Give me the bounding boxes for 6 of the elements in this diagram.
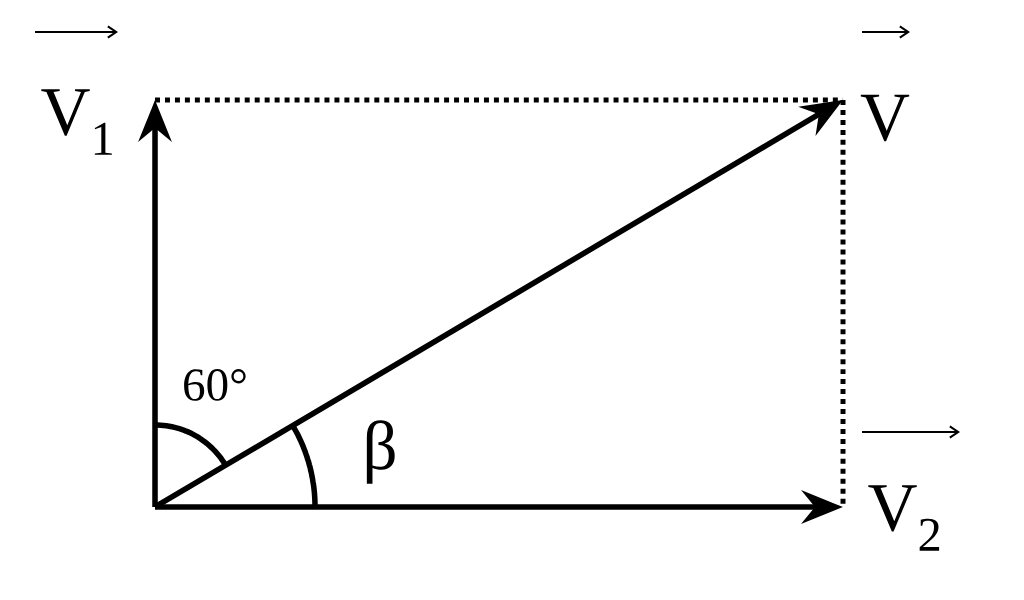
angle-label: β xyxy=(366,420,395,484)
vector-label: V$_{2}$ xyxy=(862,425,960,551)
dotted-line xyxy=(840,100,846,507)
vector-label: V$_{1}$ xyxy=(35,25,118,155)
vector-label: V xyxy=(860,25,910,142)
angle-label: 60° xyxy=(184,369,246,401)
